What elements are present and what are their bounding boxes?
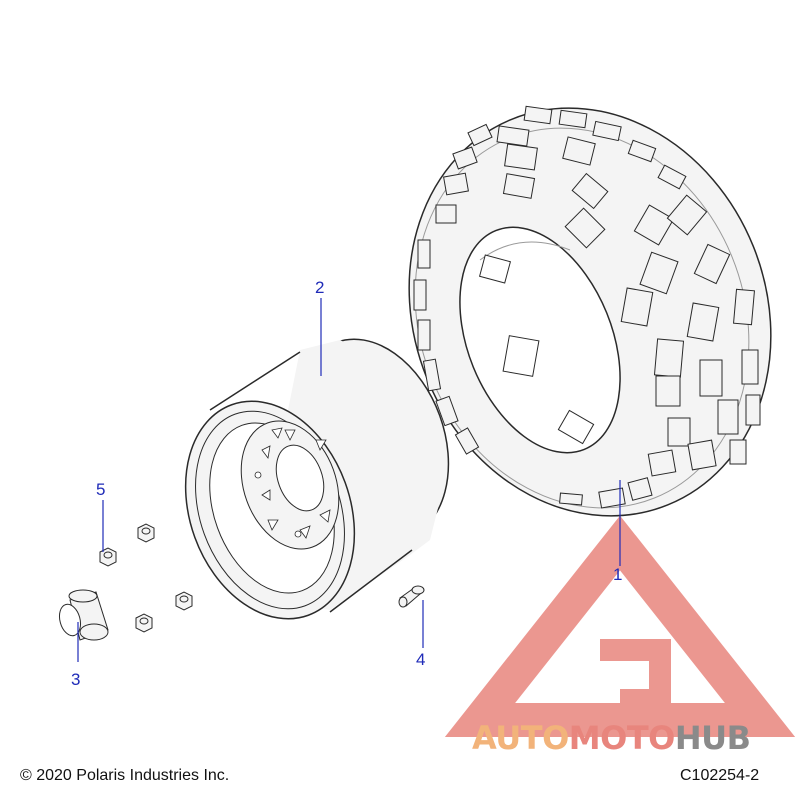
callout-1: 1 xyxy=(613,565,623,584)
watermark-logo-icon xyxy=(444,515,796,737)
watermark-part-3: HUB xyxy=(674,719,751,757)
tire xyxy=(408,105,772,517)
callout-4: 4 xyxy=(416,650,426,669)
lug-nut-icon xyxy=(99,547,117,567)
lug-nut-icon xyxy=(137,523,155,543)
watermark-part-2: MOTO xyxy=(568,719,676,757)
watermark-part-1: AUTO xyxy=(472,719,569,757)
leader-lines xyxy=(77,298,621,662)
lug-nut-icon xyxy=(135,613,153,633)
diagram-code: C102254-2 xyxy=(680,767,760,784)
lug-nut-icon xyxy=(175,591,193,611)
copyright-text: © 2020 Polaris Industries Inc. xyxy=(20,767,230,784)
lug-nuts xyxy=(99,523,193,633)
callout-3: 3 xyxy=(71,670,81,689)
callout-5: 5 xyxy=(96,480,106,499)
watermark-text: AUTOMOTOHUB xyxy=(472,722,792,754)
hub-cap xyxy=(58,589,109,641)
valve-stem xyxy=(398,585,425,608)
wheel-rim xyxy=(184,338,450,620)
callout-2: 2 xyxy=(315,278,325,297)
